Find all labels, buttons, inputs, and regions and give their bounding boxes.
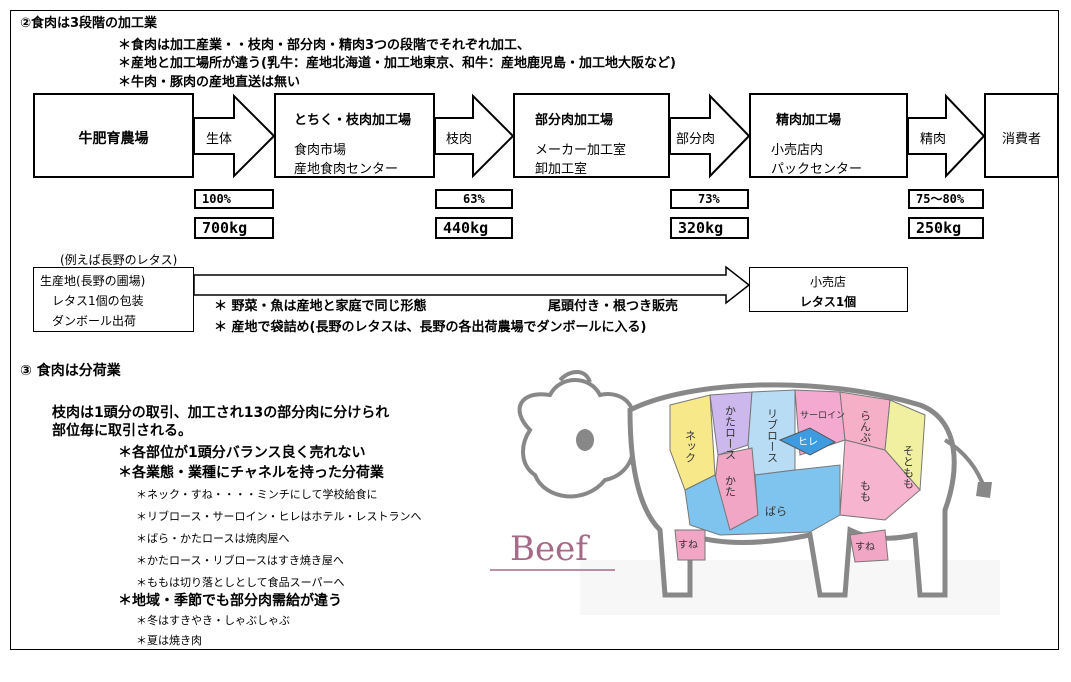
yield-pct-4: 75〜80% [908,189,984,209]
plant3-line1: 小売店内 [771,143,824,158]
section3-lead-1: 枝肉は1頭分の取引、加工され13の部分肉に分けられ [52,405,390,421]
cow-horn [558,370,592,383]
lettuce-caption: (例えば長野のレタス) [60,253,178,267]
section2-note1: ＊食肉は加工産業・・枝肉・部分肉・精肉3つの段階でそれぞれ加工、 [118,38,531,53]
plant2-line1: メーカー加工室 [535,143,627,158]
arrow-2-label: 枝肉 [446,132,473,147]
section3-heading: ③ 食肉は分荷業 [20,363,121,379]
section2-note3: ＊牛肉・豚肉の産地直送は無い [118,75,301,90]
lettuce-shop-1: 小売店 [809,275,846,289]
lettuce-note-1b: 尾頭付き・根つき販売 [548,299,679,314]
yield-pct-2: 63% [435,189,513,209]
lettuce-origin-3: ダンボール出荷 [52,314,137,328]
cow-tail-tip [976,482,992,498]
yield-pct-3: 73% [670,189,749,209]
yield-kg-3: 320kg [670,217,749,239]
lettuce-shop-2: レタス1個 [799,295,857,309]
cut-label-neck: ネック [684,430,697,463]
section3-sub-2: ＊リブロース・サーロイン・ヒレはホテル・レストランへ [136,510,422,523]
lettuce-origin-2: レタス1個の包装 [52,294,144,308]
arrow-1-icon [193,93,276,179]
arrow-1-label: 生体 [206,132,233,147]
plant1-line2: 産地食肉センター [294,162,399,177]
plant2-title: 部分肉加工場 [535,113,614,128]
consumer-label: 消費者 [1001,132,1041,147]
lettuce-origin-1: 生産地(長野の圃場) [40,274,146,288]
section2-note2: ＊産地と加工場所が違う(乳牛：産地北海道・加工地東京、和牛：産地鹿児島・加工地大… [118,56,676,71]
cut-label-ribroosu: リブロース [766,408,779,463]
cut-bara [684,464,841,536]
arrow-4-icon [907,93,986,179]
beef-logo-text: Beef [510,529,590,569]
plant2-box: 部分肉加工場 メーカー加工室 卸加工室 [513,93,670,178]
section3-point-1: ＊各部位が1頭分バランス良く売れない [118,445,366,461]
cut-hire [778,427,837,456]
arrow-4-label: 精肉 [920,132,947,147]
lettuce-shop-box: 小売店 レタス1個 [749,267,908,312]
cut-label-sune-front: すね [678,539,698,551]
section3-point-2: ＊各業態・業種にチャネルを持った分荷業 [118,465,384,481]
farm-box: 牛肥育農場 [33,93,194,178]
section3-point-3: ＊地域・季節でも部分肉需給が違う [118,593,342,609]
plant2-line2: 卸加工室 [535,162,588,177]
plant3-box: 精肉加工場 小売店内 パックセンター [749,93,908,178]
cut-sune-back [849,529,889,563]
plant1-box: とちく・枝肉加工場 食肉市場 産地食肉センター [274,93,435,178]
cut-label-rampu: らんぷ [859,410,872,443]
section3-sub-3: ＊ばら・かたロースは焼肉屋へ [136,532,290,545]
yield-kg-1: 700kg [194,217,274,239]
arrow-3-label: 部分肉 [676,132,716,147]
section3-sub-7: ＊夏は焼き肉 [136,634,202,647]
cut-sune-front [674,529,706,561]
section3-sub-5: ＊ももは切り落としとして食品スーパーへ [136,576,345,589]
cut-label-sirloin: サーロイン [800,410,845,421]
yield-pct-1: 100% [194,189,274,209]
cut-label-bara: ばら [765,505,787,518]
cut-label-sotomomo: そともも [902,445,915,489]
plant1-title: とちく・枝肉加工場 [294,113,412,128]
section2-heading: ②食肉は3段階の加工業 [20,16,158,31]
cow-eye [576,429,594,451]
cut-label-hire: ヒレ [798,436,818,448]
plant1-line1: 食肉市場 [294,143,347,158]
cut-label-momo: もも [859,480,872,502]
cut-momo [839,439,921,521]
lettuce-note-1: ＊ 野菜・魚は産地と家庭で同じ形態 [214,299,427,314]
beef-cow-diagram: ネック かたロース リブロース サーロイン ヒレ らんぷ そともも かた もも … [490,370,1000,615]
plant3-title: 精肉加工場 [776,113,842,128]
yield-kg-2: 440kg [435,217,513,239]
section3-sub-1: ＊ネック・すね・・・・ミンチにして学校給食に [136,488,378,501]
lettuce-note-2: ＊ 産地で袋詰め(長野のレタスは、長野の各出荷農場でダンボールに入る) [214,320,647,335]
lettuce-origin-box: 生産地(長野の圃場) レタス1個の包装 ダンボール出荷 [33,267,194,332]
plant3-line2: パックセンター [771,162,863,177]
section3-lead-2: 部位毎に取引される。 [52,423,192,439]
cut-label-kataroosu: かたロース [724,405,737,460]
cut-label-kata: かた [724,475,737,497]
page-frame [10,10,1059,650]
consumer-box: 消費者 [984,93,1059,178]
yield-kg-4: 250kg [908,217,984,239]
cut-label-sune-back: すね [855,541,875,553]
section3-sub-4: ＊かたロース・リブロースはすき焼き屋へ [136,554,344,567]
arrow-2-icon [434,93,515,179]
section3-sub-6: ＊冬はすきやき・しゃぶしゃぶ [136,614,290,627]
farm-label: 牛肥育農場 [78,131,149,147]
arrow-3-icon [669,93,751,179]
lettuce-arrow-icon [193,265,751,305]
